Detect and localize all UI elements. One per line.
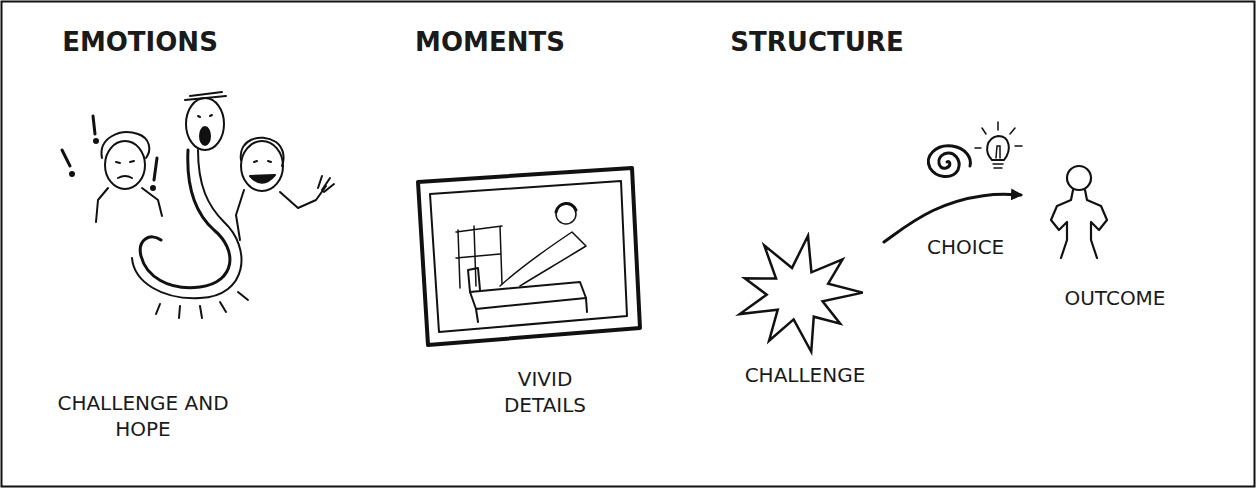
face-features bbox=[116, 161, 134, 178]
face-features bbox=[198, 115, 212, 117]
emotions-sketch bbox=[62, 92, 334, 318]
shoulders bbox=[236, 190, 244, 240]
column-heading: STRUCTURE bbox=[730, 26, 903, 60]
node-outline bbox=[726, 232, 876, 357]
node-outline bbox=[1021, 160, 1201, 260]
figure-head bbox=[1067, 166, 1091, 190]
stomach bbox=[140, 150, 230, 288]
edge-label: CHOICE bbox=[924, 234, 1007, 260]
node-label: CHALLENGE bbox=[726, 363, 884, 387]
challenge-burst: CHALLENGE bbox=[726, 232, 884, 387]
face-hair bbox=[241, 138, 284, 166]
person-head bbox=[556, 204, 576, 224]
choice-symbols bbox=[928, 122, 1022, 177]
face-hair bbox=[102, 132, 150, 158]
column-heading: EMOTIONS bbox=[62, 26, 218, 60]
starburst-shape bbox=[740, 236, 863, 352]
spiral bbox=[928, 146, 970, 177]
column-caption: CHALLENGE AND HOPE bbox=[53, 390, 233, 442]
column-heading: MOMENTS bbox=[415, 26, 565, 60]
exclamation-dot bbox=[94, 139, 98, 143]
tension-rays bbox=[156, 292, 248, 318]
bed-frame bbox=[468, 268, 587, 322]
shocked-face bbox=[186, 98, 224, 150]
node-label: OUTCOME bbox=[1021, 286, 1209, 310]
smile bbox=[250, 175, 275, 183]
face-hair bbox=[185, 92, 226, 100]
lightbulb-rays bbox=[975, 122, 1022, 148]
column-caption: VIVID DETAILS bbox=[490, 366, 600, 418]
exclamation-dot bbox=[151, 186, 155, 190]
stomach-outline bbox=[132, 150, 241, 298]
worried-face bbox=[105, 141, 145, 189]
open-mouth bbox=[200, 127, 210, 145]
outcome-figure: OUTCOME bbox=[1021, 160, 1209, 310]
reclining-person bbox=[500, 232, 586, 286]
exclamation-marks bbox=[62, 116, 157, 180]
shoulders bbox=[96, 188, 162, 222]
lightbulb-base bbox=[993, 146, 1003, 168]
person-hair bbox=[556, 203, 576, 212]
happy-face bbox=[241, 141, 283, 191]
bed bbox=[470, 282, 586, 309]
exclamation-dot bbox=[70, 172, 74, 176]
raised-arm bbox=[280, 176, 334, 208]
figure-body bbox=[1051, 190, 1107, 258]
moments-sketch bbox=[418, 168, 640, 345]
picture-frame-inner bbox=[430, 181, 627, 332]
picture-frame bbox=[418, 168, 640, 345]
face-features bbox=[254, 161, 271, 162]
lightbulb bbox=[987, 136, 1009, 160]
